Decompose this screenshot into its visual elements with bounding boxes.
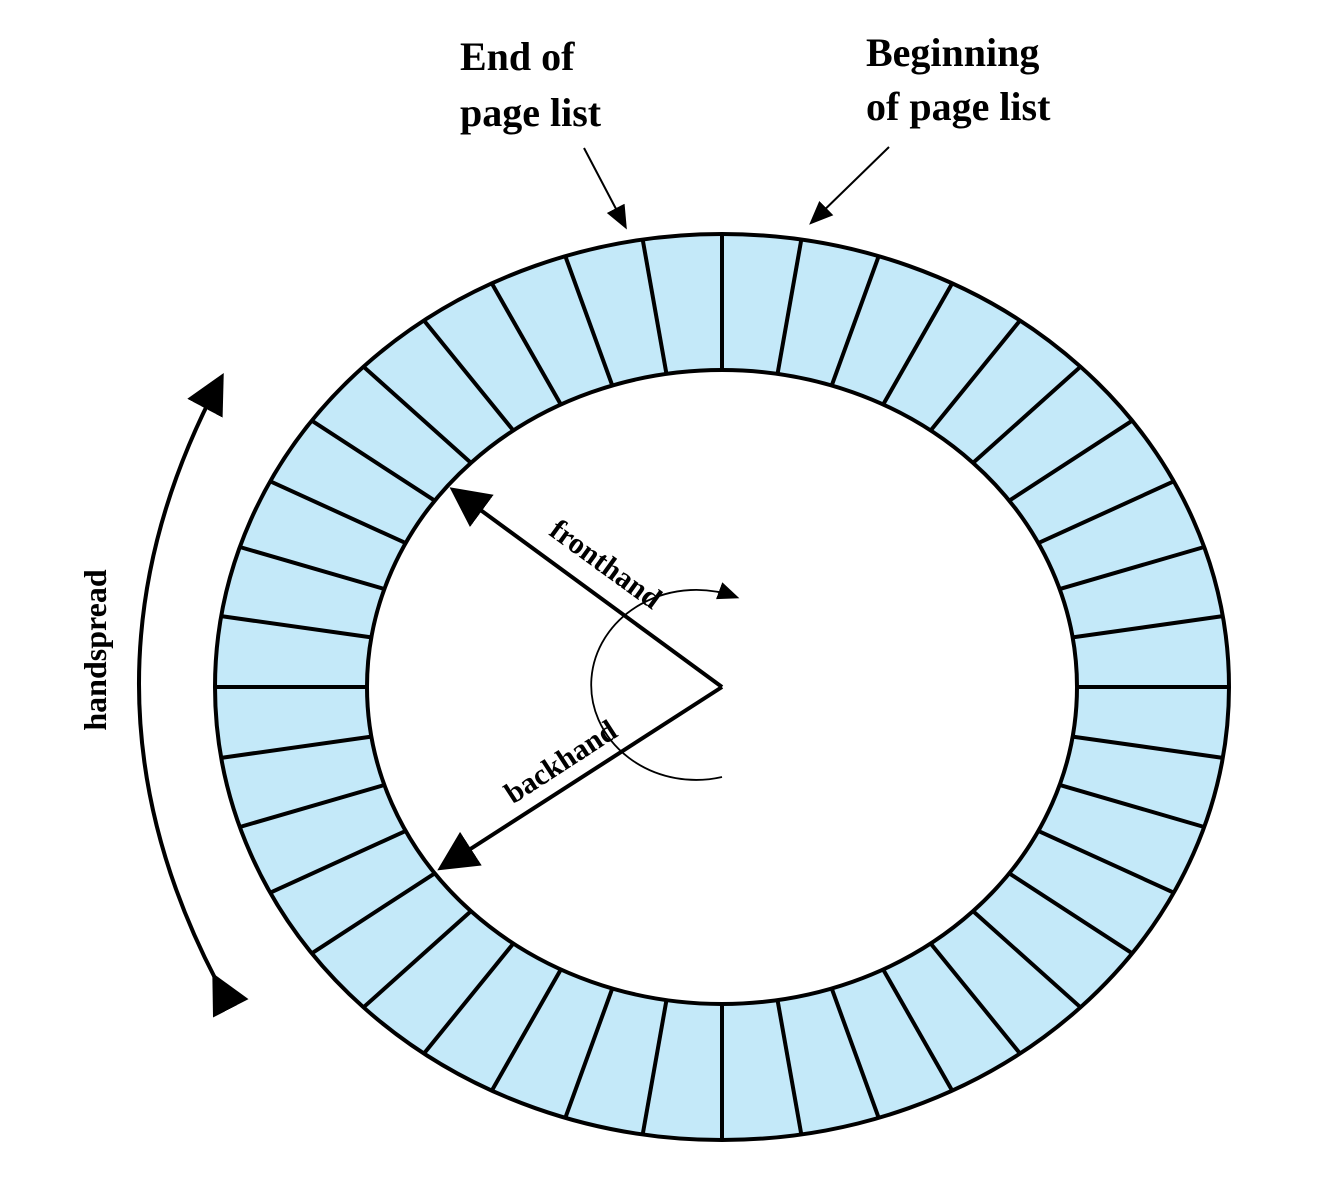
- page-frame-divider: [929, 319, 1022, 432]
- page-frame-divider: [1008, 871, 1134, 955]
- page-frame-divider: [362, 365, 473, 465]
- beginning-of-page-list-label-line1: Beginning: [866, 30, 1039, 75]
- page-frame-divider: [269, 829, 407, 895]
- page-frame-divider: [239, 783, 385, 829]
- page-frame-divider: [490, 282, 563, 406]
- page-frame-divider: [422, 319, 515, 432]
- page-frame-divider: [1037, 829, 1175, 895]
- page-frame-divider: [971, 365, 1082, 465]
- page-frame-divider: [929, 942, 1022, 1055]
- page-frame-divider: [640, 999, 669, 1135]
- page-frame-divider: [310, 871, 436, 955]
- page-frame-dividers: [215, 234, 1229, 1140]
- page-frame-divider: [490, 968, 563, 1092]
- page-frame-divider: [881, 968, 954, 1092]
- page-frame-divider: [881, 282, 954, 406]
- page-frame-divider: [1072, 734, 1224, 760]
- backhand-arrow: [437, 685, 724, 871]
- page-frame-divider: [829, 987, 881, 1119]
- beginning-of-page-list-label-line2: of page list: [866, 84, 1051, 129]
- handspread-arrow: [137, 372, 249, 1018]
- handspread-label: handspread: [77, 569, 113, 730]
- page-frame-divider: [829, 255, 881, 387]
- beginning-of-page-list-arrow: [809, 146, 890, 225]
- page-frame-divider: [971, 909, 1082, 1009]
- page-frame-divider: [310, 419, 436, 503]
- page-frame-divider: [775, 999, 804, 1135]
- page-frame-divider: [269, 479, 407, 545]
- page-frame-divider: [640, 239, 669, 375]
- ring-inner-edge: [365, 368, 1079, 1006]
- page-frame-divider: [422, 942, 515, 1055]
- page-frame-divider: [563, 987, 615, 1119]
- page-frame-divider: [1008, 419, 1134, 503]
- page-frame-divider: [1072, 614, 1224, 640]
- page-frame-divider: [1059, 545, 1205, 591]
- page-frame-divider: [1037, 479, 1175, 545]
- page-frame-divider: [775, 239, 804, 375]
- page-frame-divider: [1059, 783, 1205, 829]
- page-ring: [213, 232, 1231, 1142]
- page-frame-divider: [239, 545, 385, 591]
- end-of-page-list-label-line1: End of: [460, 34, 575, 79]
- fronthand-arrow: [449, 487, 724, 689]
- page-frame-divider: [362, 909, 473, 1009]
- rotation-direction-arrow: [590, 582, 740, 781]
- end-of-page-list-arrow: [583, 147, 627, 230]
- end-of-page-list-label-line2: page list: [460, 90, 602, 135]
- page-frame-divider: [563, 255, 615, 387]
